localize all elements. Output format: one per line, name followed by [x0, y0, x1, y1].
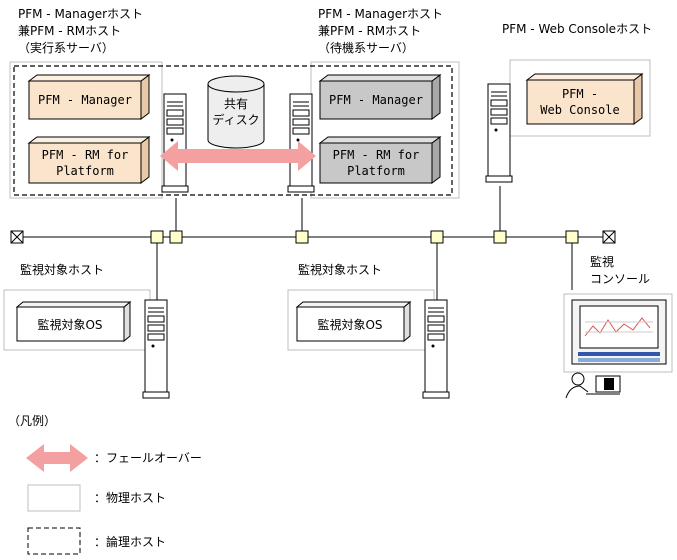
legend-title: （凡例）: [8, 414, 56, 428]
primary-manager-label: PFM - Manager: [38, 93, 132, 107]
failover-arrow: [160, 141, 316, 171]
legend-failover-arrow: [26, 444, 88, 472]
monitored-host2-os-label: 監視対象OS: [317, 317, 382, 332]
monitored-host1-server-icon: [142, 299, 170, 399]
logical-host-outline: [13, 65, 453, 196]
primary-rm-box: [27, 136, 151, 184]
standby-host-line1: PFM - Managerホスト: [318, 7, 443, 21]
primary-server-icon: [161, 93, 189, 193]
shared-disk-label-line2: ディスク: [212, 112, 259, 127]
network-terminator-left-icon: [10, 230, 24, 244]
monitored-host2-title: 監視対象ホスト: [298, 262, 382, 277]
standby-host-line2: 兼PFM - RMホスト: [318, 24, 421, 38]
webconsole-host-title: PFM - Web Consoleホスト: [502, 22, 652, 36]
legend-physical-label: ：物理ホスト: [94, 491, 166, 505]
console-label-line1: 監視: [590, 254, 614, 269]
primary-host-line3: （実行系サーバ）: [18, 40, 114, 55]
standby-manager-box: [318, 74, 442, 120]
webconsole-label-line2: Web Console: [540, 103, 619, 117]
monitored-host2-server-icon: [422, 299, 450, 399]
network-port-2: [169, 230, 183, 244]
monitored-host1-os-label: 監視対象OS: [37, 317, 102, 332]
primary-manager-box: [27, 74, 151, 120]
standby-host-line3: （待機系サーバ）: [318, 40, 414, 55]
network-port-1: [150, 230, 164, 244]
legend-logical-label: ：論理ホスト: [94, 534, 166, 549]
network-port-4: [430, 230, 444, 244]
network-port-6: [565, 230, 579, 244]
monitored-host1-os-box: [15, 300, 132, 343]
primary-rm-label-line1: PFM - RM for: [42, 148, 129, 162]
legend-physical-swatch: [27, 484, 81, 512]
monitored-host1-title: 監視対象ホスト: [20, 262, 104, 277]
operator-icon: [565, 372, 621, 399]
network-port-3: [295, 230, 309, 244]
standby-rm-label-line1: PFM - RM for: [333, 148, 420, 162]
webconsole-server-icon: [485, 83, 513, 183]
network-port-5: [493, 230, 507, 244]
standby-manager-label: PFM - Manager: [329, 93, 423, 107]
standby-rm-label-line2: Platform: [347, 164, 405, 178]
legend-failover-label: ：フェールオーバー: [94, 451, 202, 465]
webconsole-label-line1: PFM -: [562, 87, 598, 101]
standby-server-icon: [287, 93, 315, 193]
primary-host-line1: PFM - Managerホスト: [18, 7, 143, 21]
console-screen-icon: [563, 293, 673, 373]
primary-rm-label-line2: Platform: [56, 164, 114, 178]
shared-disk-icon: [207, 75, 265, 149]
legend-logical-swatch: [27, 527, 81, 555]
network-terminator-right-icon: [602, 230, 616, 244]
shared-disk-label-line1: 共有: [224, 97, 248, 111]
console-label-line2: コンソール: [590, 272, 650, 286]
monitored-host2-os-box: [295, 300, 412, 343]
standby-rm-box: [318, 136, 442, 184]
webconsole-box: [525, 73, 644, 125]
primary-host-line2: 兼PFM - RMホスト: [18, 24, 121, 38]
